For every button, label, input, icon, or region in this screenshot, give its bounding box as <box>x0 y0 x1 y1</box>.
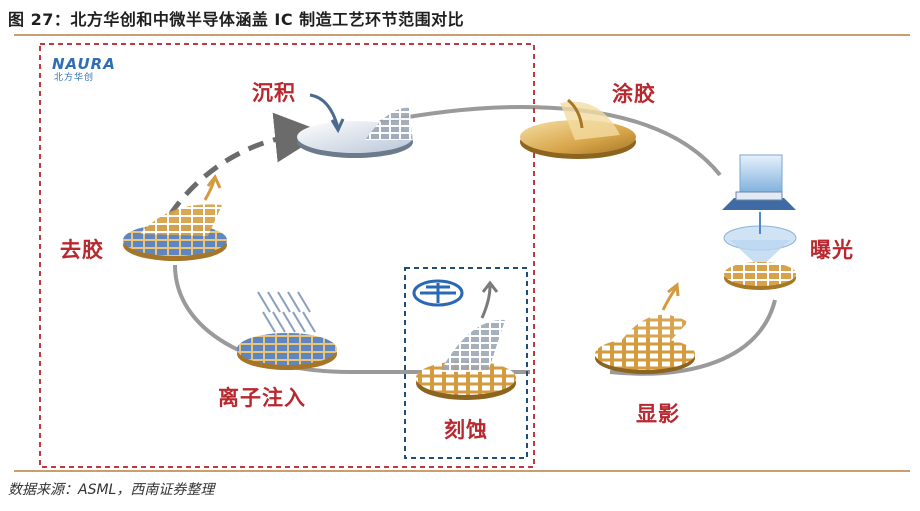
label-etch: 刻蚀 <box>444 418 488 442</box>
source-note: 数据来源：ASML，西南证券整理 <box>8 482 215 498</box>
bottom-divider <box>14 470 910 472</box>
deposition-wafer <box>297 93 413 158</box>
amec-scope-box <box>404 267 528 459</box>
naura-logo-cn: 北方华创 <box>54 73 95 83</box>
label-ion-implant: 离子注入 <box>218 386 306 410</box>
label-coating: 涂胶 <box>612 82 656 106</box>
naura-logo-text: NAURA <box>52 55 116 73</box>
exposure-optics <box>722 154 797 290</box>
naura-logo: NAURA 北方华创 <box>52 56 130 92</box>
develop-wafer <box>595 282 695 374</box>
label-develop: 显影 <box>636 402 680 426</box>
coating-wafer <box>520 98 636 159</box>
amec-logo <box>412 279 464 307</box>
ion-implant-wafer <box>237 291 337 370</box>
top-divider <box>14 34 910 36</box>
label-exposure: 曝光 <box>810 238 854 262</box>
etch-wafer <box>416 280 516 400</box>
label-deposition: 沉积 <box>252 81 296 105</box>
label-strip: 去胶 <box>60 238 104 262</box>
dashed-return-arrow <box>167 112 325 217</box>
naura-scope-box <box>39 43 535 468</box>
figure-title: 图 27：北方华创和中微半导体涵盖 IC 制造工艺环节范围对比 <box>8 10 465 29</box>
strip-wafer <box>123 174 227 261</box>
